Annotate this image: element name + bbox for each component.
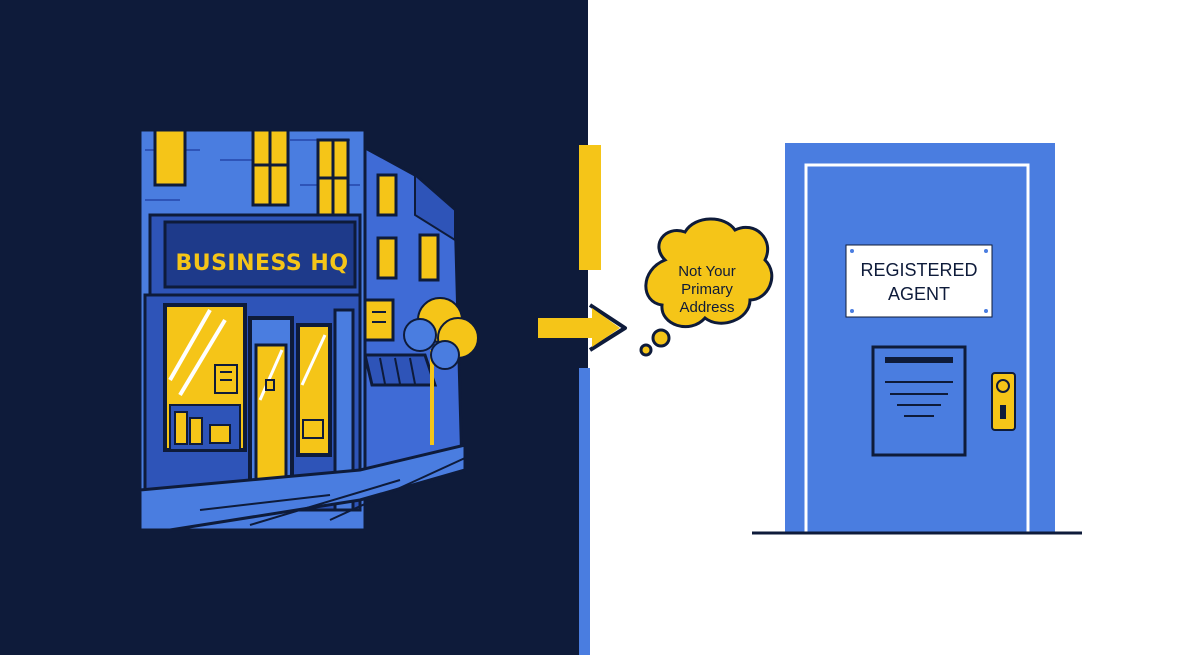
thought-bubble-line-2: Primary <box>681 281 733 298</box>
yellow-divider-bar <box>579 145 601 270</box>
registered-agent-plaque: REGISTERED AGENT <box>845 244 993 318</box>
thought-bubble-icon: Not Your Primary Address <box>639 217 774 357</box>
door-illustration: REGISTERED AGENT <box>752 143 1082 535</box>
storefront-illustration: BUSINESS HQ <box>138 128 479 532</box>
door-handle-icon <box>991 372 1016 431</box>
storefront-sign-text: BUSINESS HQ <box>175 251 348 276</box>
plaque-line-2: AGENT <box>888 284 950 304</box>
mail-slot-icon <box>871 345 967 457</box>
plaque-line-1: REGISTERED <box>860 260 977 280</box>
thought-bubble-line-1: Not Your <box>678 263 736 280</box>
thought-bubble-line-3: Address <box>679 299 734 316</box>
divider-strip <box>579 368 590 655</box>
arrow-right-icon <box>538 303 627 352</box>
